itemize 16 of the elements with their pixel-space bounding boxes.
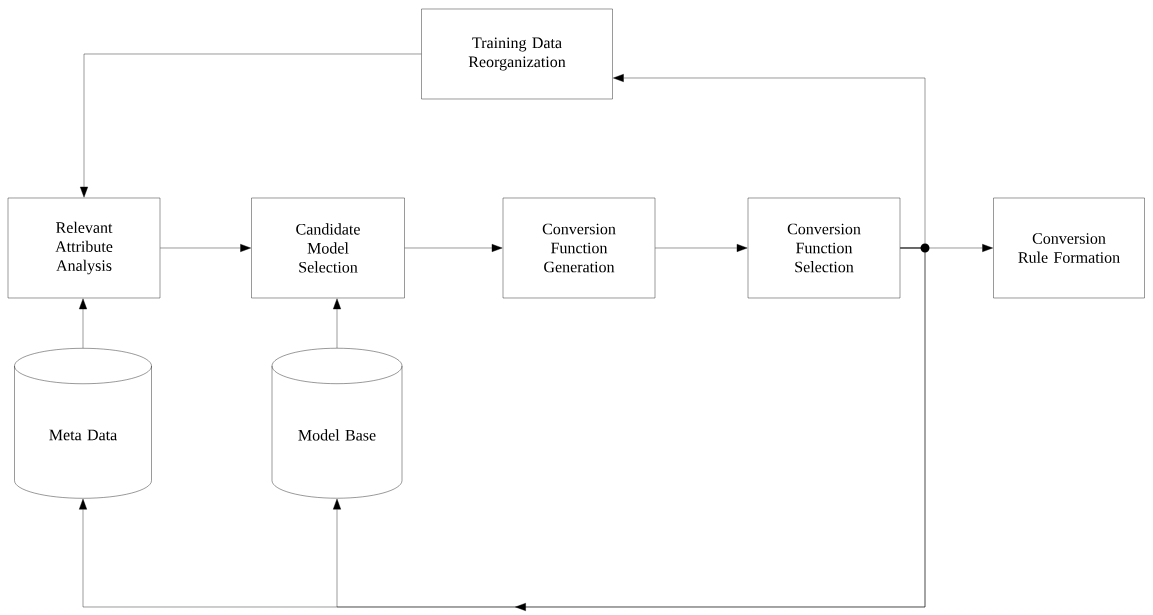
process-box: Conversion Function Generation <box>502 197 656 299</box>
process-box: Training Data Reorganization <box>421 8 613 100</box>
process-box: Conversion Function Selection <box>747 197 901 299</box>
process-box: Relevant Attribute Analysis <box>7 197 161 299</box>
arrow <box>160 244 251 252</box>
arrow <box>333 247 926 608</box>
arrow <box>79 298 87 349</box>
process-box: Candidate Model Selection <box>251 197 405 299</box>
arrow <box>655 244 748 252</box>
process-box: Conversion Rule Formation <box>993 197 1145 299</box>
arrow <box>404 244 503 252</box>
database-cylinder: Model Base <box>271 348 403 499</box>
arrow <box>80 53 422 198</box>
arrow <box>333 298 341 349</box>
database-cylinder: Meta Data <box>14 348 152 499</box>
arrow <box>613 74 926 249</box>
